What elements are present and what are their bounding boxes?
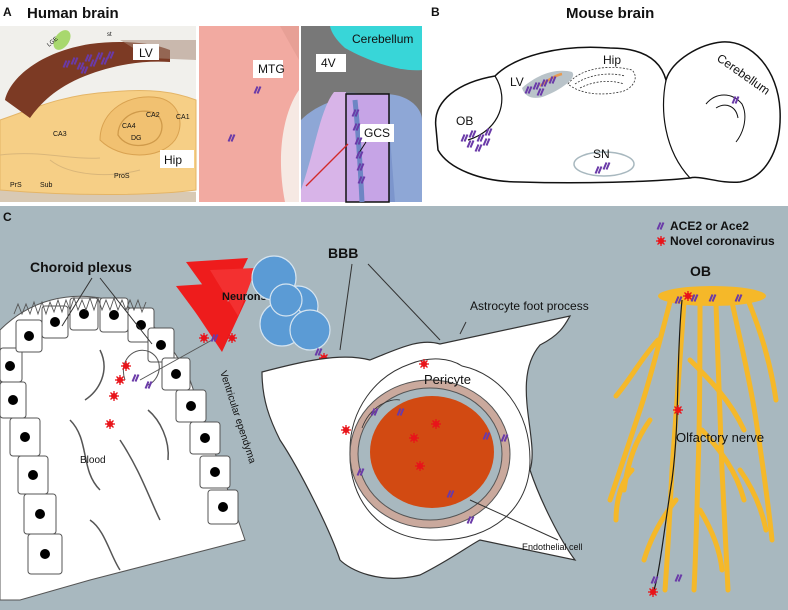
panel-a-letter: A <box>3 5 12 19</box>
olfactory-system: OB Olfactory nerve <box>607 263 779 598</box>
legend: ACE2 or Ace2 Novel coronavirus <box>655 219 775 248</box>
ca3-label: CA3 <box>53 131 67 138</box>
human-cerebellum-label: Cerebellum <box>352 32 413 46</box>
mouse-lv-label: LV <box>510 75 524 89</box>
pericyte-label: Pericyte <box>424 372 471 387</box>
sub-label: Sub <box>40 182 53 189</box>
ca2-label: CA2 <box>146 112 160 119</box>
ob-label: OB <box>690 263 711 279</box>
neurons-label: Neurons <box>222 291 267 303</box>
ca4-label: CA4 <box>122 123 136 130</box>
mouse-hippocampus <box>567 67 636 95</box>
human-hip-label: Hip <box>164 153 182 167</box>
legend-ace2-label: ACE2 or Ace2 <box>670 219 749 233</box>
human-hippocampus-section: LGE st LV CA2 CA1 CA3 CA4 DG Hip PrS Sub… <box>0 26 197 202</box>
mouse-brain-outline <box>434 41 781 184</box>
panel-b-letter: B <box>431 5 440 19</box>
st-label: st <box>107 32 112 38</box>
four-v-label: 4V <box>321 56 336 70</box>
astrocyte-label: Astrocyte foot process <box>470 299 589 313</box>
olfactory-nerve-label: Olfactory nerve <box>676 430 764 445</box>
mouse-sn-label: SN <box>593 147 610 161</box>
dg-label: DG <box>131 135 142 142</box>
panel-c-letter: C <box>3 210 12 224</box>
neurons: Neurons <box>176 258 267 352</box>
mtg-section: MTG <box>199 26 299 202</box>
blood-brain-barrier: BBB Astrocyte foot process Pericyte Endo… <box>261 245 589 579</box>
mouse-ob-label: OB <box>456 114 473 128</box>
choroid-plexus-label: Choroid plexus <box>30 259 132 275</box>
panel-a: A Human brain LGE st LV CA2 CA1 CA3 CA4 … <box>0 5 422 203</box>
endothelial-label: Endothelial cell <box>522 542 583 552</box>
choroid-plexus: Blood Ventricular ependyma Choroid plexu… <box>0 259 258 601</box>
blue-cells <box>251 255 331 364</box>
pros-label: ProS <box>114 173 130 180</box>
legend-virus-label: Novel coronavirus <box>670 234 775 248</box>
gcs-label: GCS <box>364 126 390 140</box>
panel-b-title: Mouse brain <box>566 5 654 22</box>
blood-label: Blood <box>80 455 106 466</box>
prs-label: PrS <box>10 182 22 189</box>
mouse-lv <box>522 70 574 98</box>
fourth-ventricle-section: 4V Cerebellum GCS <box>301 26 422 203</box>
panel-c: C ACE2 or Ace2 Novel coronavirus <box>0 206 788 610</box>
bbb-label: BBB <box>328 245 358 261</box>
mouse-sn <box>573 151 635 177</box>
human-lv-label: LV <box>139 46 153 60</box>
panel-b: B Mouse brain LV Hip Cerebellum OB SN <box>431 5 781 184</box>
mouse-hip-label: Hip <box>603 53 621 67</box>
mtg-label: MTG <box>258 62 285 76</box>
ca1-label: CA1 <box>176 114 190 121</box>
panel-a-title: Human brain <box>27 5 119 22</box>
